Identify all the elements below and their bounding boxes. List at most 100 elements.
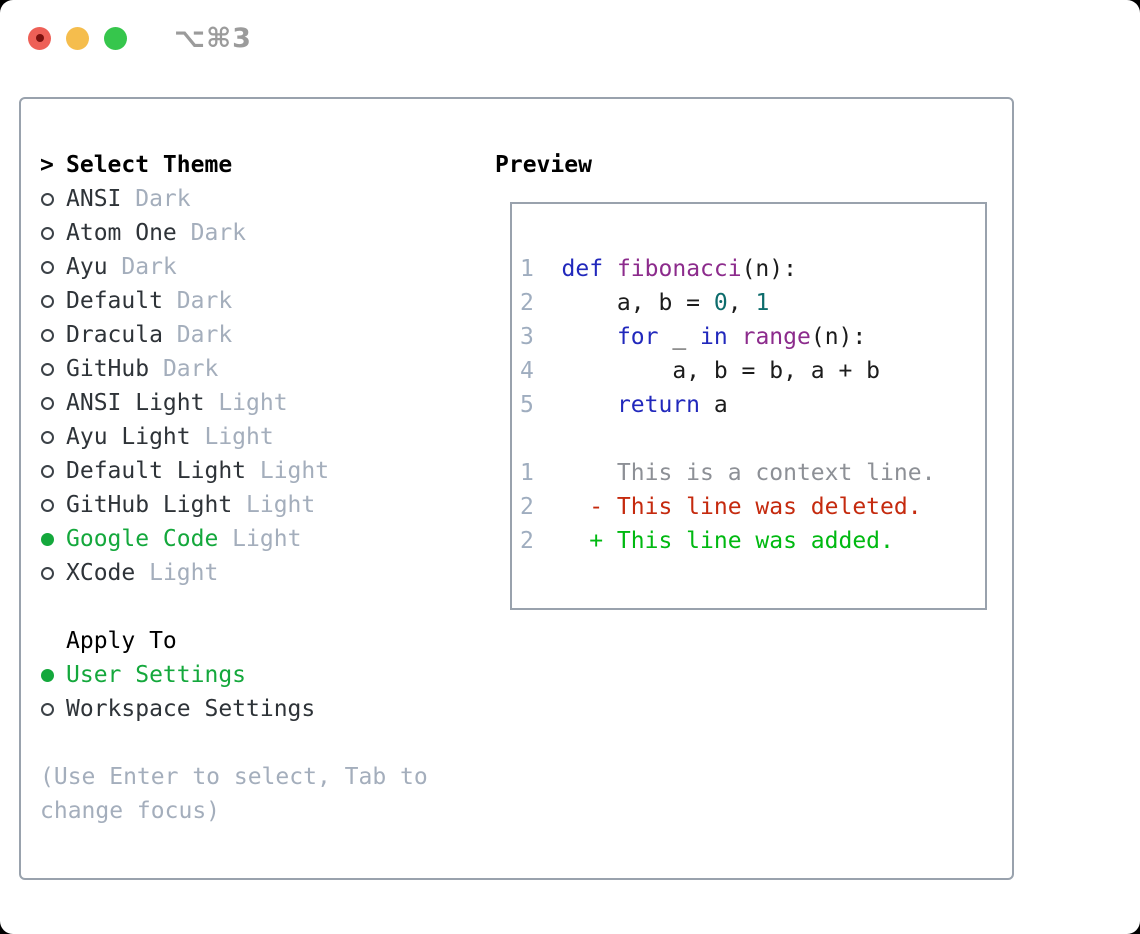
- theme-name: Google Code: [66, 526, 219, 552]
- line-number: 1: [520, 460, 562, 486]
- theme-name: Default Light: [66, 458, 247, 484]
- code-token-plain: [562, 392, 617, 418]
- theme-name: ANSI Light: [66, 390, 205, 416]
- theme-variant-tag: Dark: [162, 322, 233, 348]
- radio-icon: [41, 328, 54, 342]
- apply-option-label: User Settings: [66, 662, 247, 688]
- radio-icon: [41, 192, 54, 206]
- apply-option-workspace-settings[interactable]: Workspace Settings: [40, 692, 470, 726]
- code-token-plain: (n):: [810, 324, 867, 350]
- code-token-plain: [562, 324, 617, 350]
- apply-option-label: Workspace Settings: [66, 696, 316, 722]
- line-number: 2: [520, 528, 562, 554]
- theme-variant-tag: Light: [190, 424, 274, 450]
- theme-item-default-light[interactable]: Default Light Light: [40, 454, 470, 488]
- radio-icon: [41, 566, 54, 580]
- minimize-button[interactable]: [66, 26, 89, 50]
- theme-variant-tag: Light: [232, 492, 316, 518]
- theme-name: ANSI: [66, 186, 122, 212]
- code-line: 1 def fibonacci(n):: [520, 252, 977, 286]
- preview-title: Preview: [495, 152, 592, 178]
- theme-name: Ayu: [66, 254, 108, 280]
- theme-item-dracula[interactable]: Dracula Dark: [40, 318, 470, 352]
- code-token-plain: [728, 324, 742, 350]
- line-number: 2: [520, 494, 562, 520]
- code-token-kw: def: [561, 256, 604, 282]
- theme-item-github[interactable]: GitHub Dark: [40, 352, 470, 386]
- radio-icon: [41, 396, 54, 410]
- line-number: 3: [520, 324, 562, 350]
- code-token-ctx: This is a context line.: [561, 460, 936, 486]
- theme-name: GitHub: [66, 356, 150, 382]
- theme-name: XCode: [66, 560, 136, 586]
- code-line: 3 for _ in range(n):: [520, 320, 977, 354]
- theme-item-ayu-light[interactable]: Ayu Light Light: [40, 420, 470, 454]
- code-line: 2 - This line was deleted.: [520, 490, 977, 524]
- line-number: 2: [520, 290, 562, 316]
- code-token-kw: return: [616, 392, 701, 418]
- code-token-kw: in: [700, 324, 728, 350]
- code-token-lit: 1: [755, 290, 770, 316]
- theme-item-google-code[interactable]: Google Code Light: [40, 522, 470, 556]
- code-line: 5 return a: [520, 388, 977, 422]
- code-token-del: - This line was deleted.: [561, 494, 922, 520]
- theme-variant-tag: Dark: [162, 288, 233, 314]
- code-token-fn: range: [741, 324, 811, 350]
- theme-variant-tag: Light: [246, 458, 330, 484]
- theme-variant-tag: Light: [204, 390, 288, 416]
- theme-variant-tag: Dark: [121, 186, 191, 212]
- theme-name: Atom One: [66, 220, 177, 246]
- window-titlebar: ⌥⌘3: [0, 0, 1140, 76]
- radio-icon: [41, 294, 54, 308]
- code-token-plain: [603, 256, 617, 282]
- theme-variant-tag: Light: [135, 560, 219, 586]
- theme-item-xcode[interactable]: XCode Light: [40, 556, 470, 590]
- radio-icon: [41, 362, 54, 376]
- theme-item-default[interactable]: Default Dark: [40, 284, 470, 318]
- select-theme-header: > Select Theme: [40, 148, 470, 182]
- apply-option-user-settings[interactable]: User Settings: [40, 658, 470, 692]
- code-token-kw: for: [616, 324, 659, 350]
- code-token-plain: a, b = b, a + b: [561, 358, 881, 384]
- theme-variant-tag: Dark: [149, 356, 219, 382]
- theme-item-ayu[interactable]: Ayu Dark: [40, 250, 470, 284]
- spacer: [40, 726, 470, 760]
- code-token-add: + This line was added.: [561, 528, 894, 554]
- code-token-plain: (n):: [741, 256, 797, 282]
- code-token-plain: a, b =: [561, 290, 714, 316]
- code-line: 1 This is a context line.: [520, 456, 977, 490]
- theme-name: Ayu Light: [66, 424, 191, 450]
- code-token-plain: _: [658, 324, 701, 350]
- code-line: [520, 422, 977, 456]
- theme-name: GitHub Light: [66, 492, 233, 518]
- code-token-plain: ,: [727, 290, 756, 316]
- radio-icon: [41, 498, 54, 512]
- radio-icon: [41, 260, 54, 274]
- apply-to-header: Apply To: [40, 624, 470, 658]
- code-line: 4 a, b = b, a + b: [520, 354, 977, 388]
- theme-item-ansi-light[interactable]: ANSI Light Light: [40, 386, 470, 420]
- theme-variant-tag: Light: [218, 526, 302, 552]
- window-title: ⌥⌘3: [174, 22, 252, 54]
- radio-icon: [41, 464, 54, 478]
- spacer: [40, 590, 470, 624]
- prompt-caret-icon: >: [40, 152, 54, 178]
- theme-item-atom-one[interactable]: Atom One Dark: [40, 216, 470, 250]
- theme-name: Dracula: [66, 322, 163, 348]
- radio-icon: [41, 430, 54, 444]
- code-token-fn: fibonacci: [616, 256, 742, 282]
- close-dot-icon: [35, 34, 44, 42]
- line-number: 1: [520, 256, 562, 282]
- radio-selected-icon: [41, 532, 54, 546]
- theme-variant-tag: Dark: [176, 220, 247, 246]
- maximize-button[interactable]: [104, 26, 127, 50]
- code-token-lit: 0: [713, 290, 728, 316]
- theme-item-github-light[interactable]: GitHub Light Light: [40, 488, 470, 522]
- theme-item-ansi[interactable]: ANSI Dark: [40, 182, 470, 216]
- close-button[interactable]: [28, 26, 51, 50]
